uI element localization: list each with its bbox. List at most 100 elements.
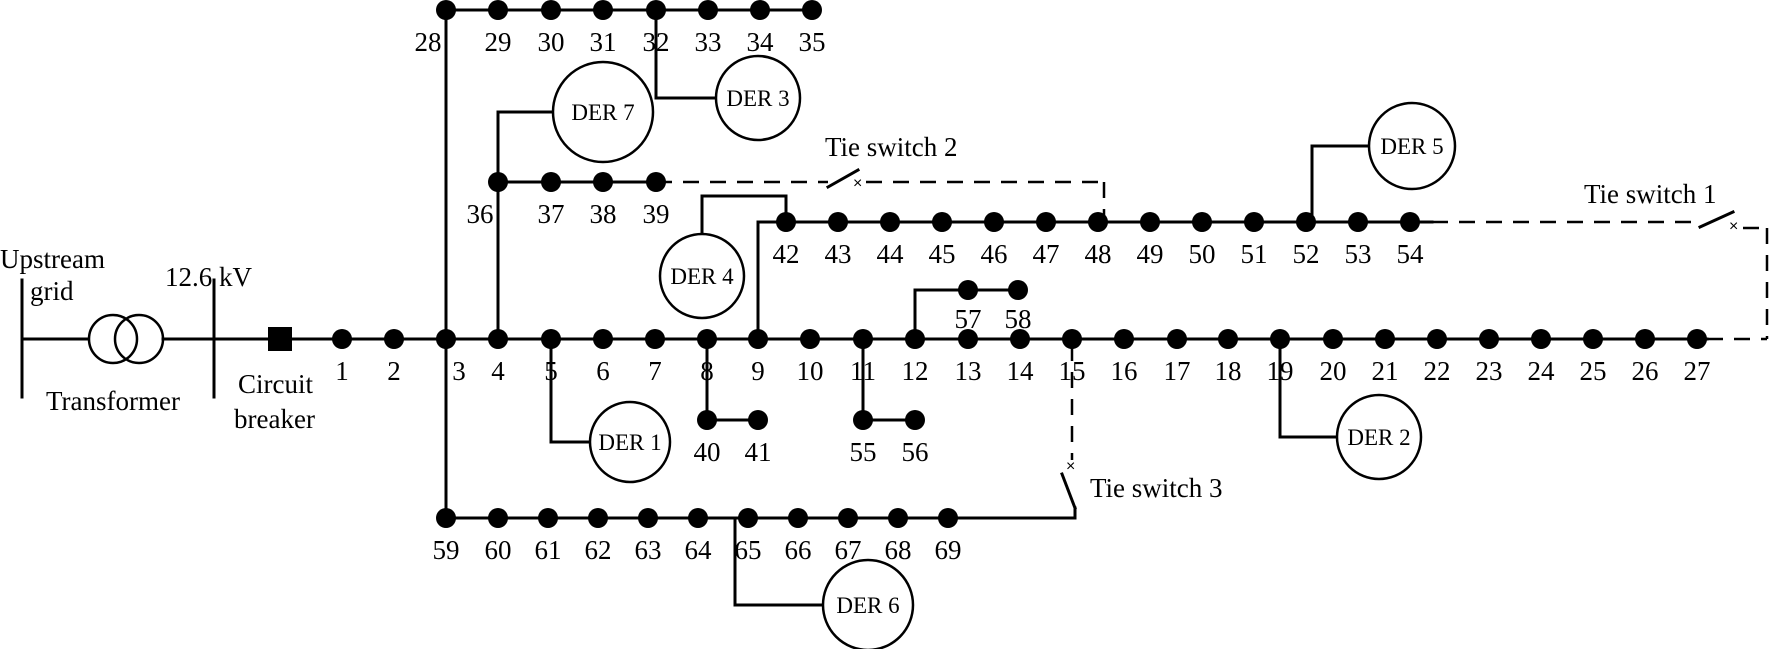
bus-label-24: 24 — [1528, 356, 1556, 386]
bus-label-36: 36 — [467, 199, 494, 229]
bus-label-47: 47 — [1033, 239, 1060, 269]
der-2-label: DER 2 — [1347, 425, 1410, 450]
bus-label-56: 56 — [902, 437, 929, 467]
bus-label-50: 50 — [1189, 239, 1216, 269]
der-5-label: DER 5 — [1380, 134, 1443, 159]
bus-node-53 — [1348, 212, 1368, 232]
bus-label-46: 46 — [981, 239, 1008, 269]
bus-label-53: 53 — [1345, 239, 1372, 269]
bus-label-66: 66 — [785, 535, 812, 565]
source-section: Upstream grid 12.6 kV Transformer Circui… — [0, 244, 342, 434]
der-4-label: DER 4 — [670, 264, 734, 289]
bus-label-38: 38 — [590, 199, 617, 229]
upstream-grid-label-1: Upstream — [0, 244, 105, 274]
bus-node-15 — [1062, 329, 1082, 349]
bus-label-18: 18 — [1215, 356, 1242, 386]
bus-node-2 — [384, 329, 404, 349]
bus-label-29: 29 — [485, 27, 512, 57]
bus-node-36 — [488, 172, 508, 192]
bus-label-8: 8 — [700, 356, 714, 386]
der-3-label: DER 3 — [726, 86, 789, 111]
bus-label-23: 23 — [1476, 356, 1503, 386]
bus-label-15: 15 — [1059, 356, 1086, 386]
bus-node-37 — [541, 172, 561, 192]
bus-node-12 — [905, 329, 925, 349]
bus-label-48: 48 — [1085, 239, 1112, 269]
bus-node-56 — [905, 410, 925, 430]
bus-node-33 — [698, 0, 718, 20]
bus-label-45: 45 — [929, 239, 956, 269]
bus-label-27: 27 — [1684, 356, 1711, 386]
der-1-label: DER 1 — [598, 430, 661, 455]
bus-label-26: 26 — [1632, 356, 1659, 386]
bus-node-38 — [593, 172, 613, 192]
bus-node-40 — [697, 410, 717, 430]
bus-node-21 — [1375, 329, 1395, 349]
der-2: DER 2 — [1335, 393, 1423, 481]
tie-switch-3-blade — [1060, 472, 1077, 510]
bus-label-3: 3 — [452, 356, 466, 386]
tie-switch-1: × Tie switch 1 — [1432, 179, 1769, 341]
bus-node-29 — [488, 0, 508, 20]
bus-node-10 — [800, 329, 820, 349]
bus-node-13 — [958, 329, 978, 349]
bus-node-48 — [1088, 212, 1108, 232]
bus-label-60: 60 — [485, 535, 512, 565]
der-6: DER 6 — [821, 558, 915, 649]
bus-node-51 — [1244, 212, 1264, 232]
bus-label-2: 2 — [387, 356, 401, 386]
bus-label-59: 59 — [433, 535, 460, 565]
bus-label-9: 9 — [751, 356, 765, 386]
bus-node-5 — [541, 329, 561, 349]
bus-node-8 — [697, 329, 717, 349]
bus-node-49 — [1140, 212, 1160, 232]
bus-label-54: 54 — [1397, 239, 1425, 269]
bus-label-52: 52 — [1293, 239, 1320, 269]
bus-nodes — [332, 0, 1707, 528]
bus-node-66 — [788, 508, 808, 528]
bus-label-7: 7 — [648, 356, 662, 386]
bus-node-50 — [1192, 212, 1212, 232]
bus-node-20 — [1323, 329, 1343, 349]
bus-node-35 — [802, 0, 822, 20]
bus-node-27 — [1687, 329, 1707, 349]
bus-node-11 — [853, 329, 873, 349]
bus-label-33: 33 — [695, 27, 722, 57]
bus-node-61 — [538, 508, 558, 528]
bus-label-12: 12 — [902, 356, 929, 386]
bus-label-61: 61 — [535, 535, 562, 565]
bus-node-14 — [1010, 329, 1030, 349]
circuit-breaker-label-2: breaker — [234, 404, 315, 434]
bus-node-62 — [588, 508, 608, 528]
bus-node-52 — [1296, 212, 1316, 232]
bus-node-19 — [1270, 329, 1290, 349]
der-3: DER 3 — [714, 54, 802, 142]
bus-node-23 — [1479, 329, 1499, 349]
transformer-label: Transformer — [46, 386, 180, 416]
bus-node-41 — [748, 410, 768, 430]
bus-node-55 — [853, 410, 873, 430]
bus-node-39 — [646, 172, 666, 192]
tie-switch-2-blade — [825, 167, 861, 190]
bus-label-14: 14 — [1007, 356, 1035, 386]
bus-label-39: 39 — [643, 199, 670, 229]
bus-node-7 — [645, 329, 665, 349]
der-1: DER 1 — [588, 400, 672, 484]
bus-node-54 — [1400, 212, 1420, 232]
bus-node-6 — [593, 329, 613, 349]
bus-node-68 — [888, 508, 908, 528]
bus-node-17 — [1167, 329, 1187, 349]
der-5: DER 5 — [1367, 101, 1457, 191]
tie-switch-1-label: Tie switch 1 — [1584, 179, 1717, 209]
bus-label-37: 37 — [538, 199, 565, 229]
bus-node-32 — [646, 0, 666, 20]
bus-label-32: 32 — [643, 27, 670, 57]
bus-label-69: 69 — [935, 535, 962, 565]
bus-label-41: 41 — [745, 437, 772, 467]
bus-node-4 — [488, 329, 508, 349]
bus-node-25 — [1583, 329, 1603, 349]
bus-label-21: 21 — [1372, 356, 1399, 386]
transformer-primary-coil — [87, 313, 139, 365]
transformer-secondary-coil — [113, 313, 165, 365]
